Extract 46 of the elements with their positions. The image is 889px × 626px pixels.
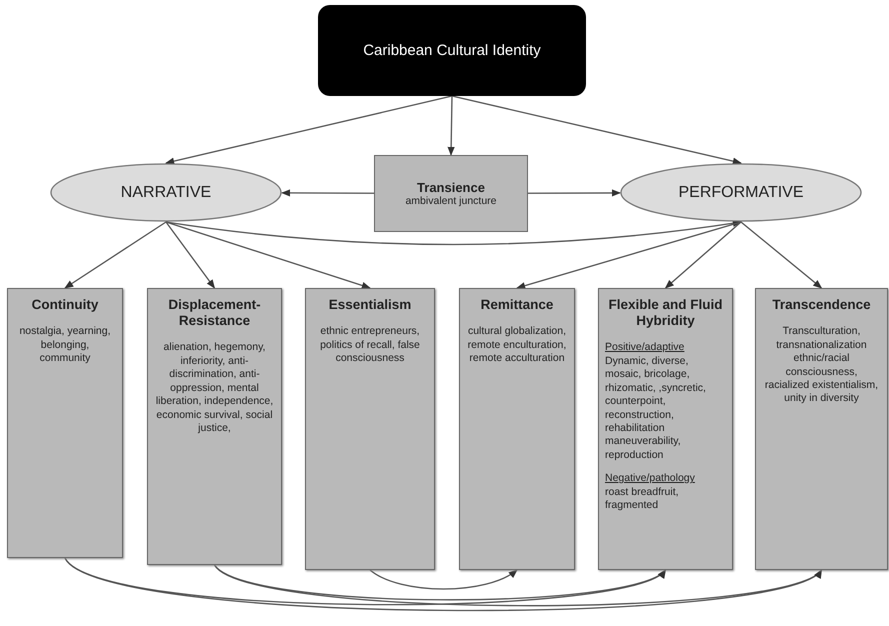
subheading: Negative/pathology bbox=[605, 472, 696, 486]
term-list: Transculturation, transnationalization ethnic/racial consciousness, racialized existentialism, unity in diversity bbox=[762, 325, 881, 406]
connector-arrow bbox=[64, 221, 166, 289]
column-heading: Essentialism bbox=[328, 297, 412, 314]
concept-column-box bbox=[459, 288, 575, 570]
connector-arrow bbox=[516, 221, 742, 290]
connector-arrow bbox=[165, 222, 216, 289]
concept-column-box bbox=[305, 288, 435, 570]
connector-arrow bbox=[740, 222, 822, 289]
connector-arrow bbox=[214, 564, 666, 600]
column-heading: Transcendence bbox=[772, 297, 871, 314]
connector-arrow bbox=[370, 569, 518, 590]
root-box bbox=[318, 5, 586, 96]
term-list: ethnic entrepreneurs, politics of recall, false consciousness bbox=[312, 325, 428, 366]
term-list: Dynamic, diverse, mosaic, bricolage, rhizomatic, ,syncretic, counterpoint, reconstruction, rehabilitation maneuverability, reproduction bbox=[605, 354, 726, 462]
connector-arrow bbox=[452, 95, 742, 165]
box-heading: Transience bbox=[417, 180, 485, 195]
connector-arrow bbox=[448, 96, 455, 156]
concept-column-box bbox=[598, 288, 733, 570]
term-list: cultural globalization, remote enculturation, remote acculturation bbox=[466, 325, 568, 366]
box-subtitle: ambivalent juncture bbox=[405, 195, 497, 207]
process-box bbox=[374, 155, 528, 232]
connector-arrow bbox=[528, 189, 621, 197]
column-heading: Remittance bbox=[480, 297, 554, 314]
connector-arrow bbox=[166, 220, 742, 246]
connector-arrow bbox=[166, 221, 371, 289]
concept-column-box bbox=[7, 288, 123, 558]
category-label: NARRATIVE bbox=[120, 184, 212, 202]
term-list: roast breadfruit, fragmented bbox=[605, 486, 726, 513]
category-label: PERFORMATIVE bbox=[678, 184, 804, 202]
diagram-heading: Caribbean Cultural Identity bbox=[363, 42, 541, 59]
term-list: alienation, hegemony, inferiority, anti-discrimination, anti-oppression, mental liberation, independence, economic survival, social justice, bbox=[154, 341, 275, 436]
column-heading: Flexible and Fluid Hybridity bbox=[607, 297, 724, 330]
connector-arrow bbox=[281, 189, 374, 197]
concept-column-box bbox=[755, 288, 888, 570]
connector-arrow bbox=[664, 222, 742, 289]
term-list: nostalgia, yearning, belonging, community bbox=[14, 325, 116, 366]
category-ellipse bbox=[50, 163, 282, 222]
column-heading: Continuity bbox=[32, 297, 98, 314]
connector-arrow bbox=[64, 557, 666, 606]
concept-column-box bbox=[147, 288, 282, 565]
column-heading: Displacement-Resistance bbox=[167, 297, 262, 330]
connector-arrow bbox=[214, 564, 822, 606]
connector-arrow bbox=[165, 95, 452, 165]
category-ellipse bbox=[620, 163, 862, 222]
subheading: Positive/adaptive bbox=[605, 341, 686, 355]
